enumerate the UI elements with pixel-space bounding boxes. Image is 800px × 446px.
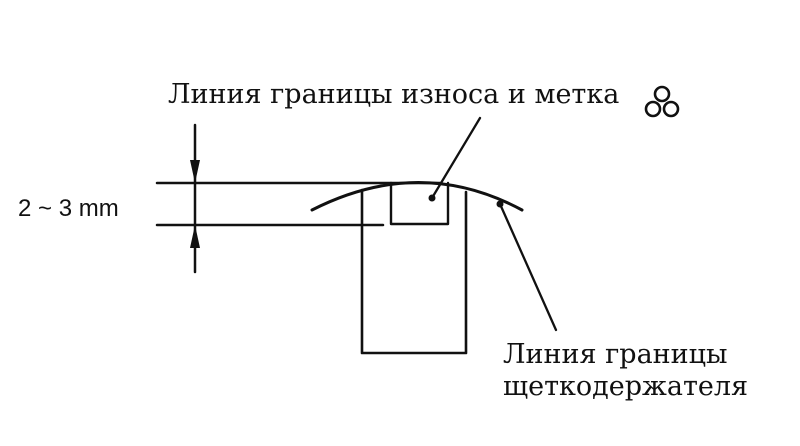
holder-limit-label-line1: Линия границы	[503, 339, 728, 370]
wear-mark-leader	[430, 116, 482, 200]
holder-limit-arc	[310, 181, 524, 212]
brush-body	[360, 188, 468, 355]
holder-limit-label-line2: щеткодержателя	[503, 371, 748, 402]
dimension-indicator	[190, 123, 200, 274]
wear-mark-dot	[428, 194, 436, 202]
wear-limit-notch	[389, 181, 450, 226]
wear-limit-label: Линия границы износа и метка	[168, 79, 619, 110]
dimension-label: 2 ~ 3 mm	[18, 195, 119, 222]
trefoil-mark-icon	[644, 85, 680, 118]
holder-limit-dot	[496, 200, 504, 208]
holder-limit-leader	[498, 202, 558, 332]
